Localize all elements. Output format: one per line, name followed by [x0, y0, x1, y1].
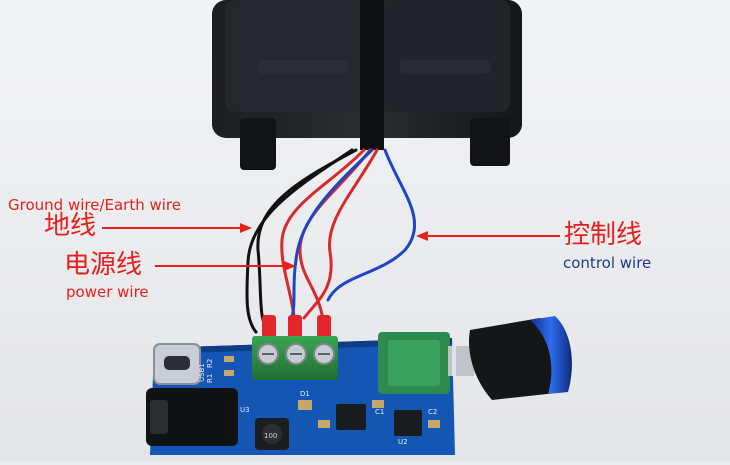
silk-r2: R2 [206, 359, 214, 368]
fan-wires [245, 148, 417, 334]
annotation-arrows [102, 223, 560, 271]
blower-fan [212, 0, 522, 170]
power-wire-english-label: power wire [66, 283, 149, 301]
pcb-silkscreen: USB1 R2 R1 U3 D1 C1 U2 C2 100 [198, 359, 437, 446]
silk-d1: D1 [300, 390, 310, 398]
silk-r1: R1 [206, 374, 214, 383]
silk-usb: USB1 [198, 363, 206, 382]
power-wire-chinese-label: 电源线 [64, 250, 143, 280]
silk-u2: U2 [398, 438, 408, 446]
silk-c2: C2 [428, 408, 437, 416]
control-wire-chinese-label: 控制线 [564, 220, 643, 250]
potentiometer-knob [468, 316, 572, 400]
silk-inductor: 100 [264, 432, 277, 440]
silk-u3: U3 [240, 406, 250, 414]
silk-c1: C1 [375, 408, 384, 416]
pcb-board [146, 332, 474, 455]
control-wire-english-label: control wire [563, 254, 652, 272]
crimp-terminals [262, 315, 331, 341]
ground-wire-english-label: Ground wire/Earth wire [8, 196, 181, 214]
ground-wire-chinese-label: 地线 [44, 211, 97, 241]
